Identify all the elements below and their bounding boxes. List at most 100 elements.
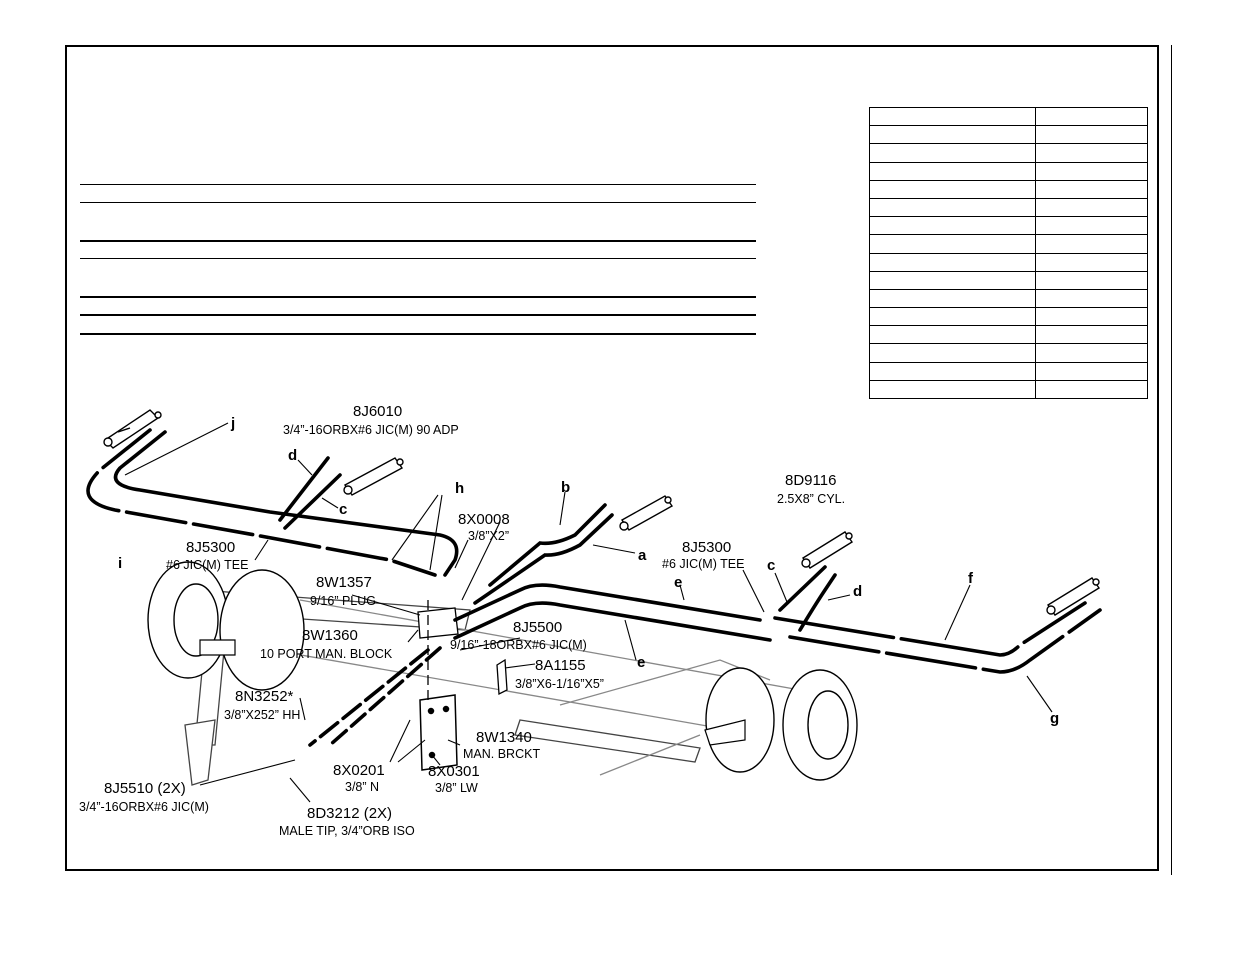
hose-c (283, 473, 342, 530)
part-desc: 3/8”X252” HH (224, 708, 300, 722)
part-desc: 3/8” N (345, 780, 379, 794)
part-id: 8X0201 (333, 762, 385, 779)
parts-table (869, 106, 1148, 400)
part-id: 8W1360 (302, 627, 358, 644)
table-cell (1035, 307, 1148, 327)
part-desc: MALE TIP, 3/4”ORB ISO (279, 824, 415, 838)
cylinder-icon (801, 531, 853, 569)
hose-e (453, 583, 762, 622)
hose-a (473, 513, 614, 605)
part-id: 8J6010 (353, 403, 402, 420)
hose-d2 (798, 573, 837, 632)
part-id: 8X0301 (428, 763, 480, 780)
blank-rule (80, 258, 756, 259)
hose-g (788, 608, 1102, 674)
hose-letter-f: f (968, 570, 974, 587)
part-desc: 9/16”-18ORBX#6 JIC(M) (450, 638, 587, 652)
page-edge-line (1171, 45, 1172, 875)
rear-spindle (704, 719, 746, 746)
hose-letter-e: e (674, 574, 682, 591)
hose-e-lower (453, 601, 772, 642)
table-row (869, 343, 1148, 363)
table-row (869, 307, 1148, 327)
part-id: 8D9116 (785, 472, 836, 489)
part-id: 8W1357 (316, 574, 372, 591)
hose-letter-e: e (637, 654, 645, 671)
table-cell (1035, 343, 1148, 363)
table-row (869, 252, 1148, 272)
part-desc: 2.5X8” CYL. (777, 492, 845, 506)
hose-letter-c: c (767, 557, 775, 574)
hose-letter-j: j (230, 415, 235, 432)
table-cell (1035, 288, 1148, 309)
table-row (869, 270, 1148, 290)
part-desc: 3/4”-16ORBX#6 JIC(M) 90 ADP (283, 423, 459, 437)
hose-letter-g: g (1050, 710, 1059, 727)
hose-letter-labels: a b c c d d e e f g h i j (118, 415, 1059, 727)
blank-rule (80, 296, 756, 298)
part-desc: MAN. BRCKT (463, 747, 540, 761)
blank-rule (80, 314, 756, 316)
table-row (869, 379, 1148, 400)
table-row (869, 106, 1148, 127)
table-cell (1035, 361, 1148, 381)
part-id: 8A1155 (535, 657, 586, 674)
cylinder-icon (103, 409, 162, 449)
hose-letter-a: a (638, 547, 647, 564)
blank-rule (80, 240, 756, 242)
table-cell (1035, 325, 1148, 345)
hose-d (278, 456, 330, 522)
part-labels: 8J6010 3/4”-16ORBX#6 JIC(M) 90 ADP 8J530… (79, 403, 845, 838)
cylinder-icon (619, 495, 674, 531)
page-frame (65, 45, 1159, 871)
blank-rule (80, 184, 756, 185)
table-cell (1035, 252, 1148, 272)
part-desc: #6 JIC(M) TEE (662, 557, 744, 571)
hose-letter-b: b (561, 479, 570, 496)
table-cell (1035, 270, 1148, 290)
table-cell (1035, 106, 1148, 127)
hose-lines (86, 428, 1102, 747)
tire-front-left (147, 561, 305, 691)
part-id: 8D3212 (2X) (307, 805, 392, 822)
part-id: 8J5300 (186, 539, 235, 556)
table-row (869, 288, 1148, 309)
table-row (869, 325, 1148, 345)
hose-letter-d: d (288, 447, 297, 464)
u-bolt (496, 658, 508, 696)
blank-rule (80, 333, 756, 335)
hose-f (773, 601, 1087, 657)
part-desc: 3/8” LW (435, 781, 478, 795)
hose-letter-h: h (455, 480, 464, 497)
part-id: 8W1340 (476, 729, 532, 746)
table-row (869, 143, 1148, 163)
table-cell (1035, 379, 1148, 400)
cylinder-icon (343, 457, 404, 496)
part-desc: 3/4”-16ORBX#6 JIC(M) (79, 800, 209, 814)
blank-rule (80, 202, 756, 203)
hose-i-inner (113, 430, 459, 577)
part-id: 8N3252* (235, 688, 294, 705)
part-id: 8J5300 (682, 539, 731, 556)
hose-letter-d: d (853, 583, 862, 600)
part-id: 8J5510 (2X) (104, 780, 186, 797)
table-row (869, 361, 1148, 381)
hose-letter-i: i (118, 555, 122, 572)
hose-c2 (778, 565, 827, 612)
part-desc: 10 PORT MAN. BLOCK (260, 647, 393, 661)
hose-letter-c: c (339, 501, 347, 518)
hose-supply (308, 648, 430, 747)
part-desc: 3/8”X6-1/16”X5” (515, 677, 604, 691)
part-id: 8X0008 (458, 511, 510, 528)
part-id: 8J5500 (513, 619, 562, 636)
part-desc: 9/16” PLUG (310, 594, 376, 608)
hose-b (488, 503, 607, 587)
tire-rear-left (705, 667, 858, 781)
front-spindle (199, 639, 236, 656)
leader-lines (124, 422, 1053, 803)
part-desc: #6 JIC(M) TEE (166, 558, 248, 572)
hose-supply-2 (328, 646, 442, 747)
part-desc: 3/8”X2” (468, 529, 509, 543)
hose-i (86, 428, 437, 577)
